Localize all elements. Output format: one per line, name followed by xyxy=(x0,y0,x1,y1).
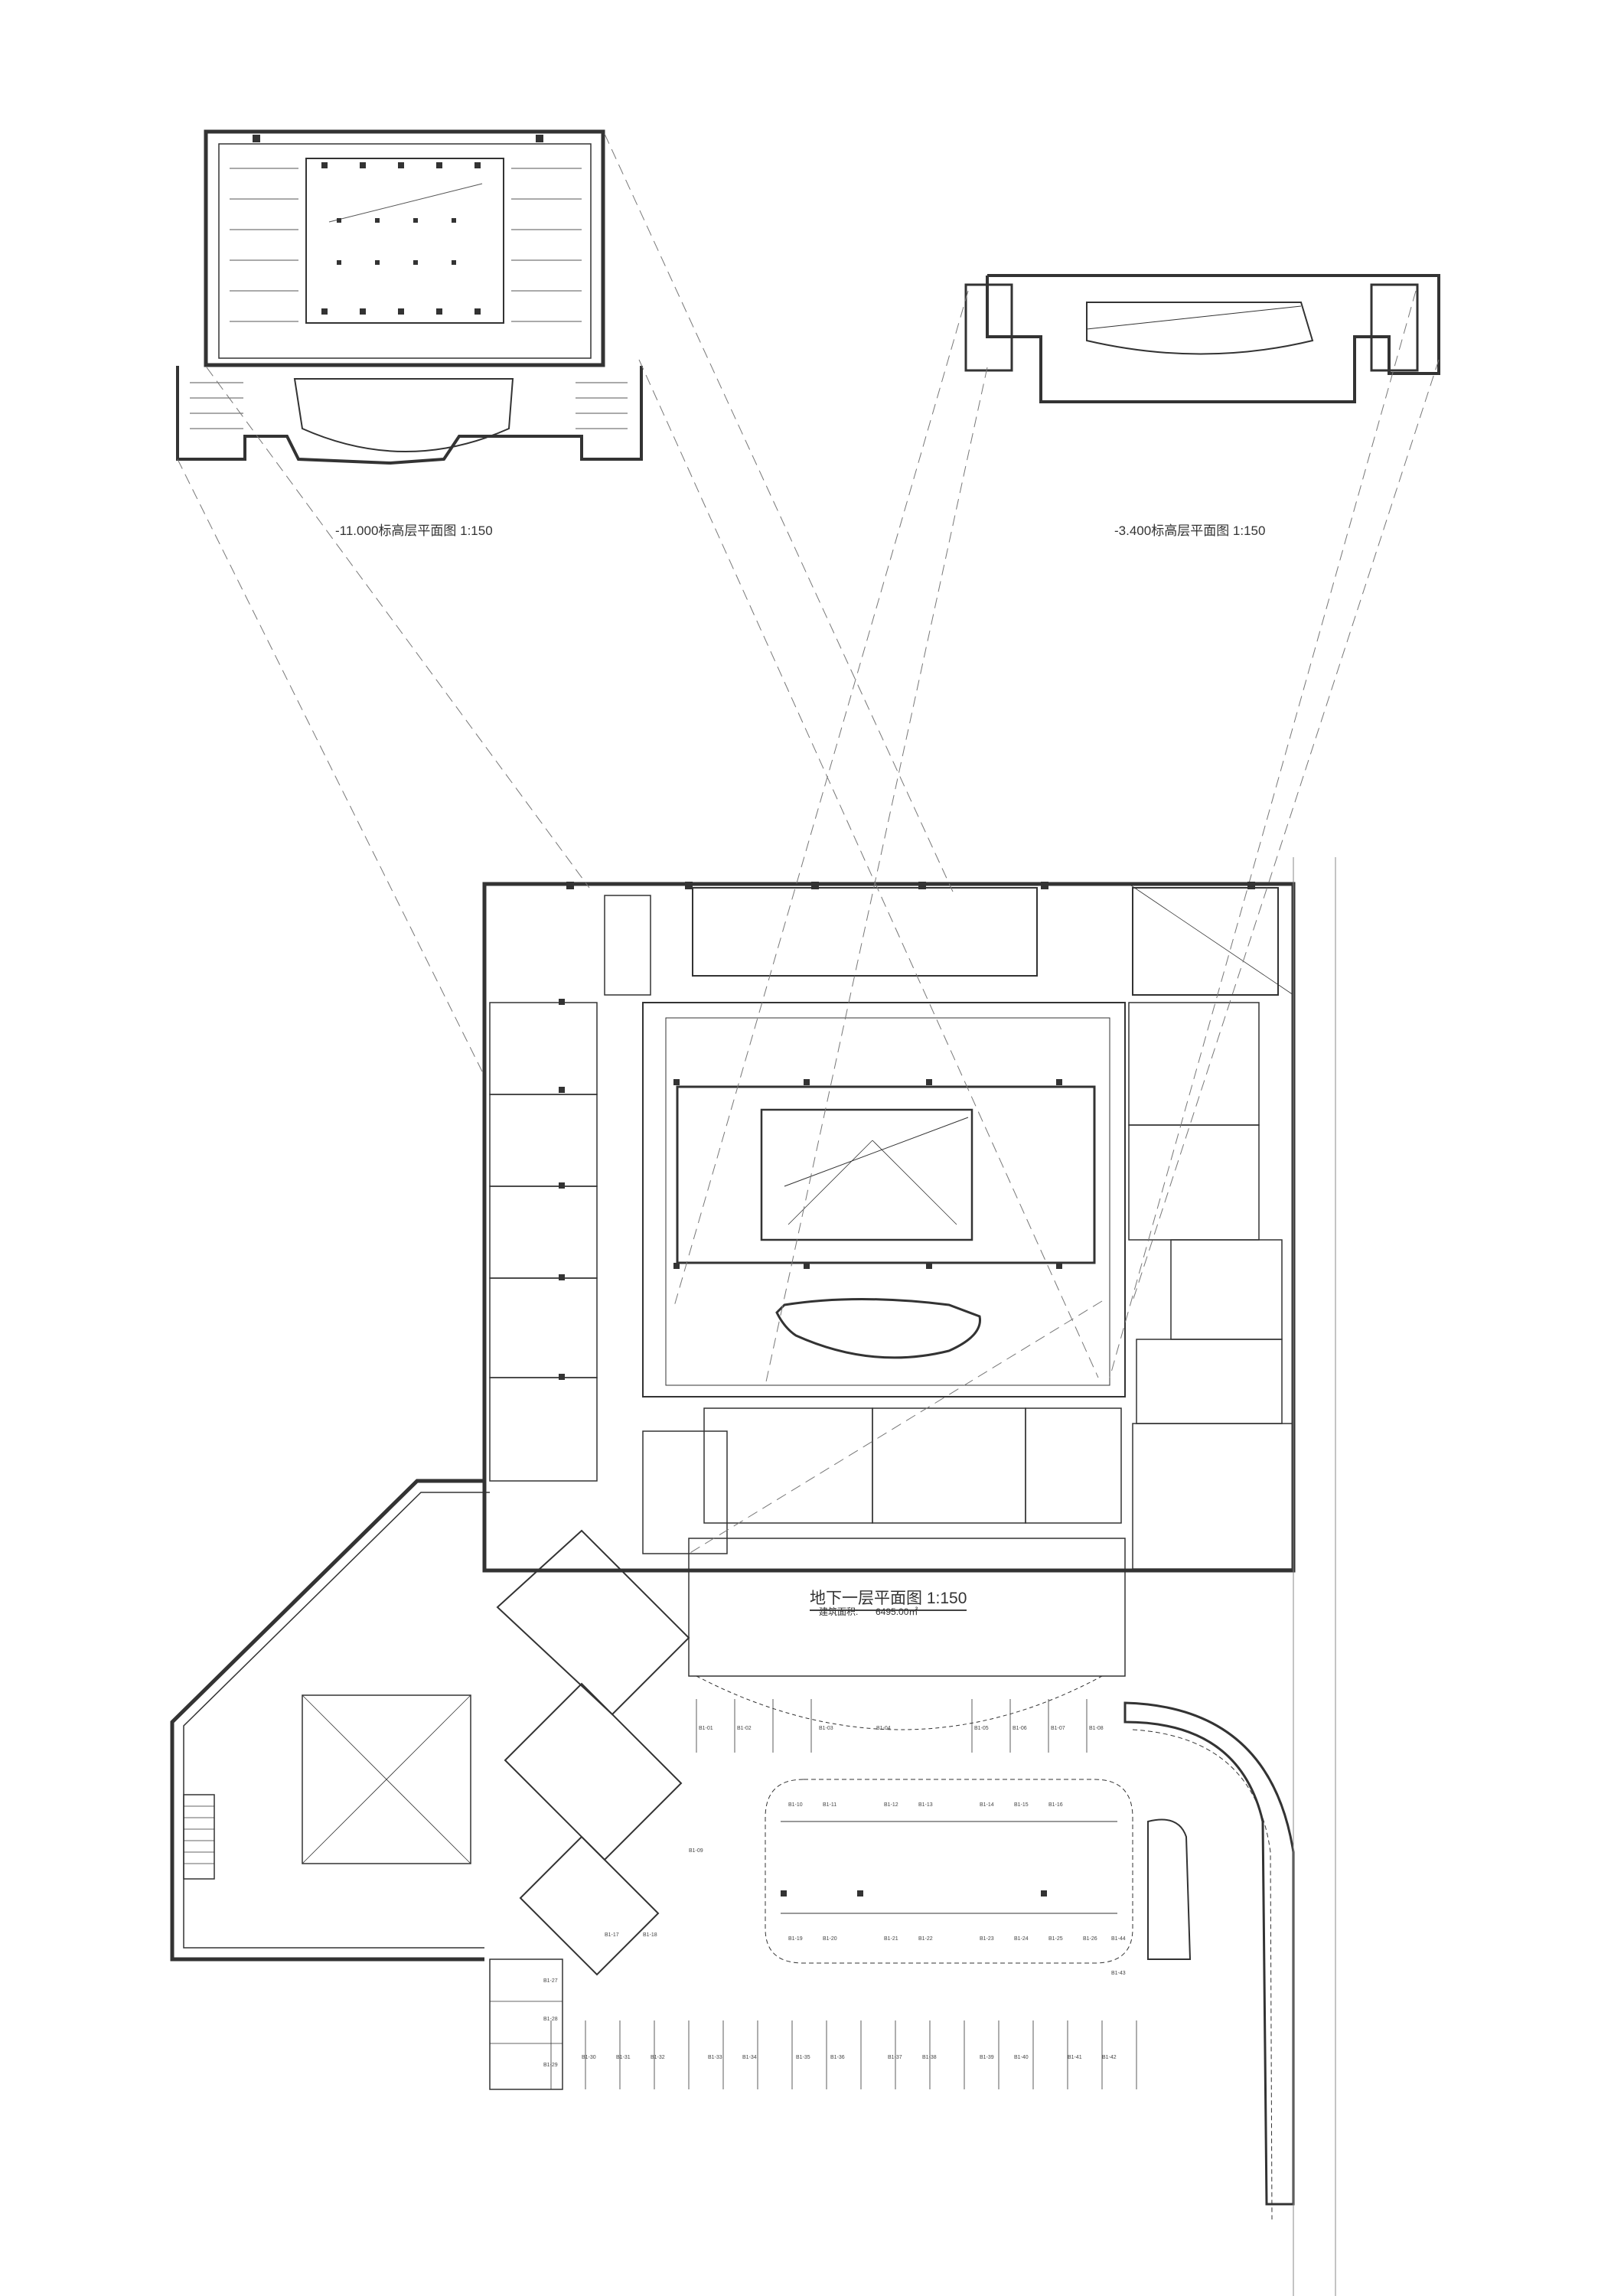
bay-label: B1-10 xyxy=(788,1802,803,1808)
parking-bay-labels: B1-01 B1-02 B1-03 B1-04 B1-05 B1-06 B1-0… xyxy=(543,1726,1126,2068)
plan-upper-left xyxy=(176,129,643,465)
bay-label: B1-14 xyxy=(980,1802,994,1808)
bay-label: B1-13 xyxy=(918,1802,933,1808)
bay-label: B1-37 xyxy=(888,2055,902,2060)
bay-label: B1-42 xyxy=(1102,2055,1117,2060)
plan-main xyxy=(170,857,1336,2296)
plan-title-upper-right: -3.400标高层平面图 1:150 xyxy=(1114,523,1266,538)
bay-label: B1-44 xyxy=(1111,1936,1126,1942)
bay-label: B1-20 xyxy=(823,1936,837,1942)
bay-label: B1-02 xyxy=(737,1726,752,1731)
bay-label: B1-01 xyxy=(699,1726,713,1731)
bay-label: B1-17 xyxy=(605,1932,619,1938)
bay-label: B1-05 xyxy=(974,1726,989,1731)
bay-label: B1-16 xyxy=(1048,1802,1063,1808)
bay-label: B1-12 xyxy=(884,1802,898,1808)
bay-label: B1-06 xyxy=(1013,1726,1027,1731)
bay-label: B1-26 xyxy=(1083,1936,1097,1942)
bay-label: B1-03 xyxy=(819,1726,833,1731)
bay-label: B1-25 xyxy=(1048,1936,1063,1942)
bay-label: B1-43 xyxy=(1111,1971,1126,1976)
bay-label: B1-38 xyxy=(922,2055,937,2060)
bay-label: B1-35 xyxy=(796,2055,810,2060)
bay-label: B1-41 xyxy=(1068,2055,1082,2060)
bay-label: B1-22 xyxy=(918,1936,933,1942)
area-label: 建筑面积: xyxy=(819,1606,859,1617)
bay-label: B1-39 xyxy=(980,2055,994,2060)
bay-label: B1-11 xyxy=(823,1802,836,1808)
bay-label: B1-36 xyxy=(830,2055,845,2060)
bay-label: B1-32 xyxy=(651,2055,665,2060)
bay-label: B1-30 xyxy=(582,2055,596,2060)
bay-label: B1-40 xyxy=(1014,2055,1029,2060)
bay-label: B1-31 xyxy=(616,2055,631,2060)
area-value: 6495.00㎡ xyxy=(876,1606,918,1617)
bay-label: B1-19 xyxy=(788,1936,803,1942)
bay-label: B1-33 xyxy=(708,2055,722,2060)
bay-label: B1-08 xyxy=(1089,1726,1104,1731)
bay-label: B1-04 xyxy=(876,1726,891,1731)
bay-label: B1-15 xyxy=(1014,1802,1029,1808)
plan-upper-right xyxy=(964,274,1440,403)
bay-label: B1-18 xyxy=(643,1932,657,1938)
bay-label: B1-09 xyxy=(689,1848,703,1854)
projection-lines xyxy=(177,133,1440,1554)
bay-label: B1-28 xyxy=(543,2017,558,2022)
bay-label: B1-27 xyxy=(543,1978,558,1984)
bay-label: B1-24 xyxy=(1014,1936,1029,1942)
columns xyxy=(559,882,1255,1896)
plan-title-main: 地下一层平面图 1:150 xyxy=(810,1586,967,1611)
bay-label: B1-21 xyxy=(884,1936,898,1942)
bay-label: B1-34 xyxy=(742,2055,757,2060)
plan-title-upper-left: -11.000标高层平面图 1:150 xyxy=(335,523,493,538)
bay-label: B1-23 xyxy=(980,1936,994,1942)
bay-label: B1-29 xyxy=(543,2063,558,2068)
bay-label: B1-07 xyxy=(1051,1726,1065,1731)
